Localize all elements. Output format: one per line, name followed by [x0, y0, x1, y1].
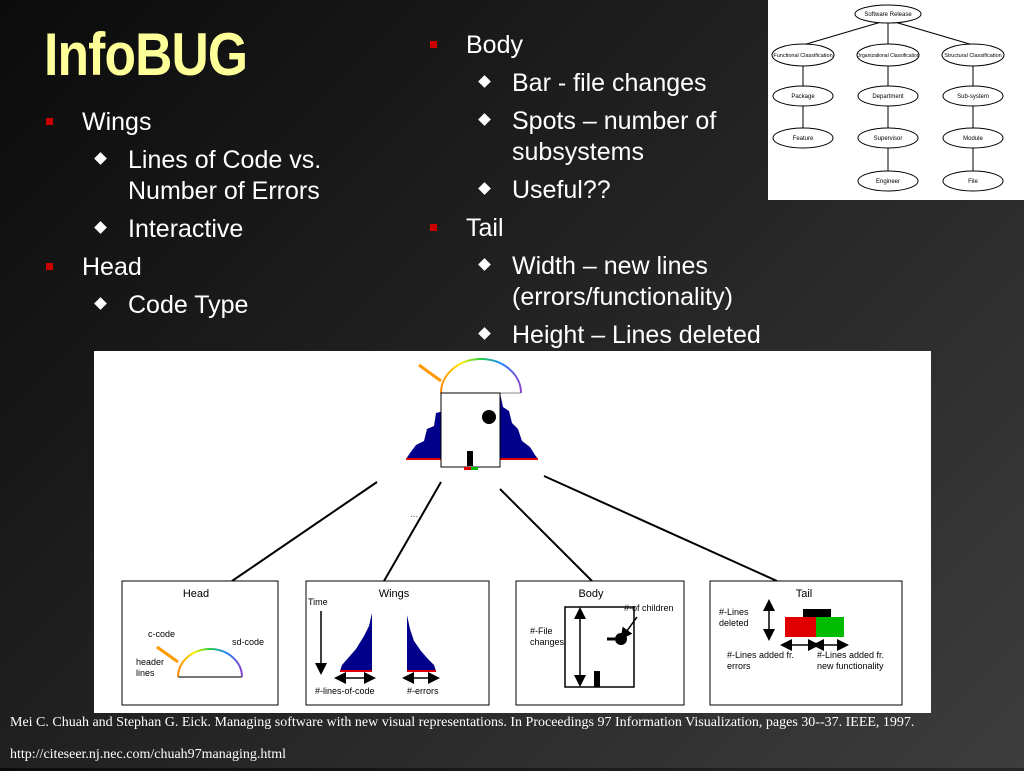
- sub-bullet-width: Width – new lines (errors/functionality): [428, 251, 768, 313]
- head-panel: Head c-code sd-code header lines: [121, 580, 279, 706]
- diamond-bullet-icon: [478, 113, 491, 126]
- diamond-bullet-icon: [478, 327, 491, 340]
- org-node-engineer: [857, 170, 919, 192]
- diamond-bullet-icon: [94, 152, 107, 165]
- body-spot: [615, 633, 627, 645]
- wings-loc-label: #-lines-of-code: [315, 686, 375, 696]
- square-bullet-icon: [430, 224, 437, 231]
- bullet-tail: Tail: [428, 213, 768, 244]
- org-node-module: [942, 127, 1004, 149]
- body-panel-title: Body: [578, 588, 604, 600]
- left-bullet-list: Wings Lines of Code vs. Number of Errors…: [44, 107, 374, 321]
- sub-bullet-spots: Spots – number of subsystems: [428, 106, 768, 168]
- org-label-module: Module: [963, 136, 983, 142]
- org-node-feature: [772, 127, 834, 149]
- bug-right-wing: [500, 393, 538, 459]
- bullet-body: Body: [428, 30, 768, 61]
- org-label-organizational: Organizational Classification: [856, 53, 919, 59]
- sub-bullet-lines-vs-errors: Lines of Code vs. Number of Errors: [44, 145, 374, 207]
- body-panel: Body #-File changes #-of children: [515, 580, 685, 706]
- wings-right-wing: [407, 615, 436, 671]
- head-panel-title: Head: [183, 588, 209, 600]
- org-label-department: Department: [872, 94, 904, 100]
- wings-panel: Wings Time #-lines-of-code #-errors: [305, 580, 490, 706]
- tail-lines-deleted-label: #-Lines deleted: [719, 607, 749, 628]
- sub-bullet-height: Height – Lines deleted: [428, 320, 768, 351]
- sub-bullet-code-type: Code Type: [44, 290, 374, 321]
- bug-glyph: [406, 358, 538, 470]
- org-node-file: [942, 170, 1004, 192]
- head-sd-code-label: sd-code: [232, 637, 264, 647]
- diamond-bullet-icon: [478, 182, 491, 195]
- org-chart-svg: Software Release Functional Classificati…: [771, 4, 1005, 192]
- body-spot-arrow: [620, 616, 638, 640]
- tail-black-bar: [803, 609, 831, 617]
- bug-head-arc: [440, 358, 522, 394]
- body-bar: [594, 671, 600, 687]
- square-bullet-icon: [430, 41, 437, 48]
- tail-red-block: [785, 617, 816, 637]
- bullet-wings: Wings: [44, 107, 374, 138]
- tail-green-block: [816, 617, 844, 637]
- tail-added-functionality-label: #-Lines added fr. new functionality: [817, 650, 885, 671]
- citation-text: Mei C. Chuah and Stephan G. Eick. Managi…: [10, 715, 915, 762]
- org-node-functional: [771, 43, 835, 67]
- head-panel-pointer: [156, 645, 179, 664]
- org-label-engineer: Engineer: [876, 179, 900, 185]
- square-bullet-icon: [46, 263, 53, 270]
- bullet-head: Head: [44, 252, 374, 283]
- bug-head-antenna: [418, 363, 442, 383]
- infobug-diagram-figure: ... Head c-code sd-code header lines Win…: [94, 351, 931, 713]
- org-node-package: [772, 85, 834, 107]
- org-label-software-release: Software Release: [864, 12, 912, 18]
- head-c-code-label: c-code: [148, 629, 175, 639]
- org-node-organizational: [856, 43, 920, 67]
- org-label-supervisor: Supervisor: [874, 136, 903, 142]
- right-bullet-list: Body Bar - file changes Spots – number o…: [428, 30, 768, 351]
- org-node-department: [857, 85, 919, 107]
- org-node-supervisor: [857, 127, 919, 149]
- org-label-feature: Feature: [793, 136, 814, 142]
- wings-time-label: Time: [308, 597, 328, 607]
- infobug-diagram-svg: ... Head c-code sd-code header lines Win…: [121, 358, 903, 706]
- org-label-file: File: [968, 179, 978, 185]
- head-header-lines-label: header lines: [136, 657, 165, 678]
- tail-panel-title: Tail: [796, 588, 813, 600]
- org-label-structural: Structural Classification: [944, 53, 1001, 59]
- diamond-bullet-icon: [478, 75, 491, 88]
- org-node-structural: [941, 43, 1005, 67]
- wings-errors-label: #-errors: [407, 686, 439, 696]
- org-label-subsystem: Sub-system: [957, 94, 989, 100]
- org-chart-figure: Software Release Functional Classificati…: [768, 0, 1024, 200]
- bug-left-wing: [406, 393, 444, 459]
- body-children-label: #-of children: [624, 603, 674, 613]
- slide-title: InfoBUG: [44, 21, 248, 88]
- org-node-software-release: [854, 4, 922, 24]
- connector-lines: [231, 475, 778, 582]
- sub-bullet-interactive: Interactive: [44, 214, 374, 245]
- bug-body-bar: [467, 451, 473, 466]
- bug-body-spot: [482, 410, 496, 424]
- sub-bullet-useful: Useful??: [428, 175, 768, 206]
- bug-tail-red: [464, 467, 471, 470]
- diamond-bullet-icon: [94, 221, 107, 234]
- body-file-changes-label: #-File changes: [530, 626, 565, 647]
- sub-bullet-bar-file-changes: Bar - file changes: [428, 68, 768, 99]
- tail-added-errors-label: #-Lines added fr. errors: [727, 650, 795, 671]
- org-node-subsystem: [942, 85, 1004, 107]
- diamond-bullet-icon: [94, 297, 107, 310]
- ellipsis-text: ...: [410, 509, 418, 520]
- org-chart-connectors: [802, 19, 974, 172]
- bug-tail-green: [471, 467, 478, 470]
- square-bullet-icon: [46, 118, 53, 125]
- head-panel-arc: [177, 648, 243, 678]
- tail-panel: Tail #-Lines deleted #-Lines added fr. e…: [709, 580, 903, 706]
- diamond-bullet-icon: [478, 258, 491, 271]
- wings-left-wing: [340, 613, 372, 671]
- org-label-package: Package: [791, 94, 815, 100]
- org-label-functional: Functional Classification: [773, 53, 832, 59]
- wings-panel-title: Wings: [379, 588, 410, 600]
